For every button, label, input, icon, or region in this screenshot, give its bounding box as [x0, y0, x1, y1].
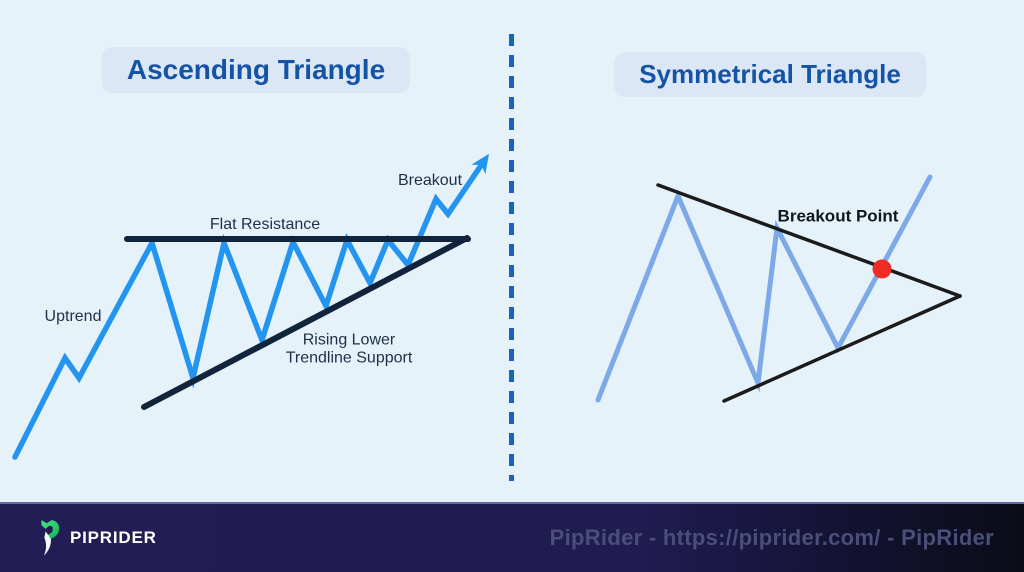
left-title-text: Ascending Triangle: [126, 54, 386, 85]
rising-support-label-line2: Trendline Support: [285, 349, 413, 366]
ascending-triangle-rising-support-line: [141, 235, 470, 410]
right-panel-title: Symmetrical Triangle: [613, 51, 927, 98]
rising-support-label: Rising Lower Trendline Support: [286, 331, 413, 366]
triangle-patterns-chart: [12, 153, 962, 460]
rising-support-label-line1: Rising Lower: [302, 331, 396, 349]
chart-area: Ascending Triangle Symmetrical Triangle …: [12, 34, 962, 481]
footer-bar: PIPRIDER PipRider - https://piprider.com…: [0, 502, 1024, 572]
symmetrical-triangle-lower-trendline: [722, 294, 962, 403]
symmetrical-triangle-upper-trendline: [656, 183, 962, 298]
piprider-logo-icon: [41, 519, 60, 556]
breakout-label: Breakout: [397, 172, 463, 190]
ascending-triangle-price-zigzag: [12, 153, 490, 460]
brand-logo: PIPRIDER: [38, 519, 157, 557]
right-title-text: Symmetrical Triangle: [639, 59, 901, 89]
breakout-point-label: Breakout Point: [777, 206, 899, 226]
watermark-text: PipRider - https://piprider.com/ - PipRi…: [549, 525, 994, 550]
brand-name-text: PIPRIDER: [70, 528, 157, 547]
panel-divider-dashed-line: [509, 34, 514, 481]
uptrend-label: Uptrend: [44, 308, 102, 326]
symmetrical-triangle-price-zigzag: [595, 174, 933, 403]
flat-resistance-label: Flat Resistance: [209, 216, 321, 234]
left-panel-title: Ascending Triangle: [100, 46, 412, 94]
symmetrical-triangle-breakout-dot: [872, 259, 892, 279]
